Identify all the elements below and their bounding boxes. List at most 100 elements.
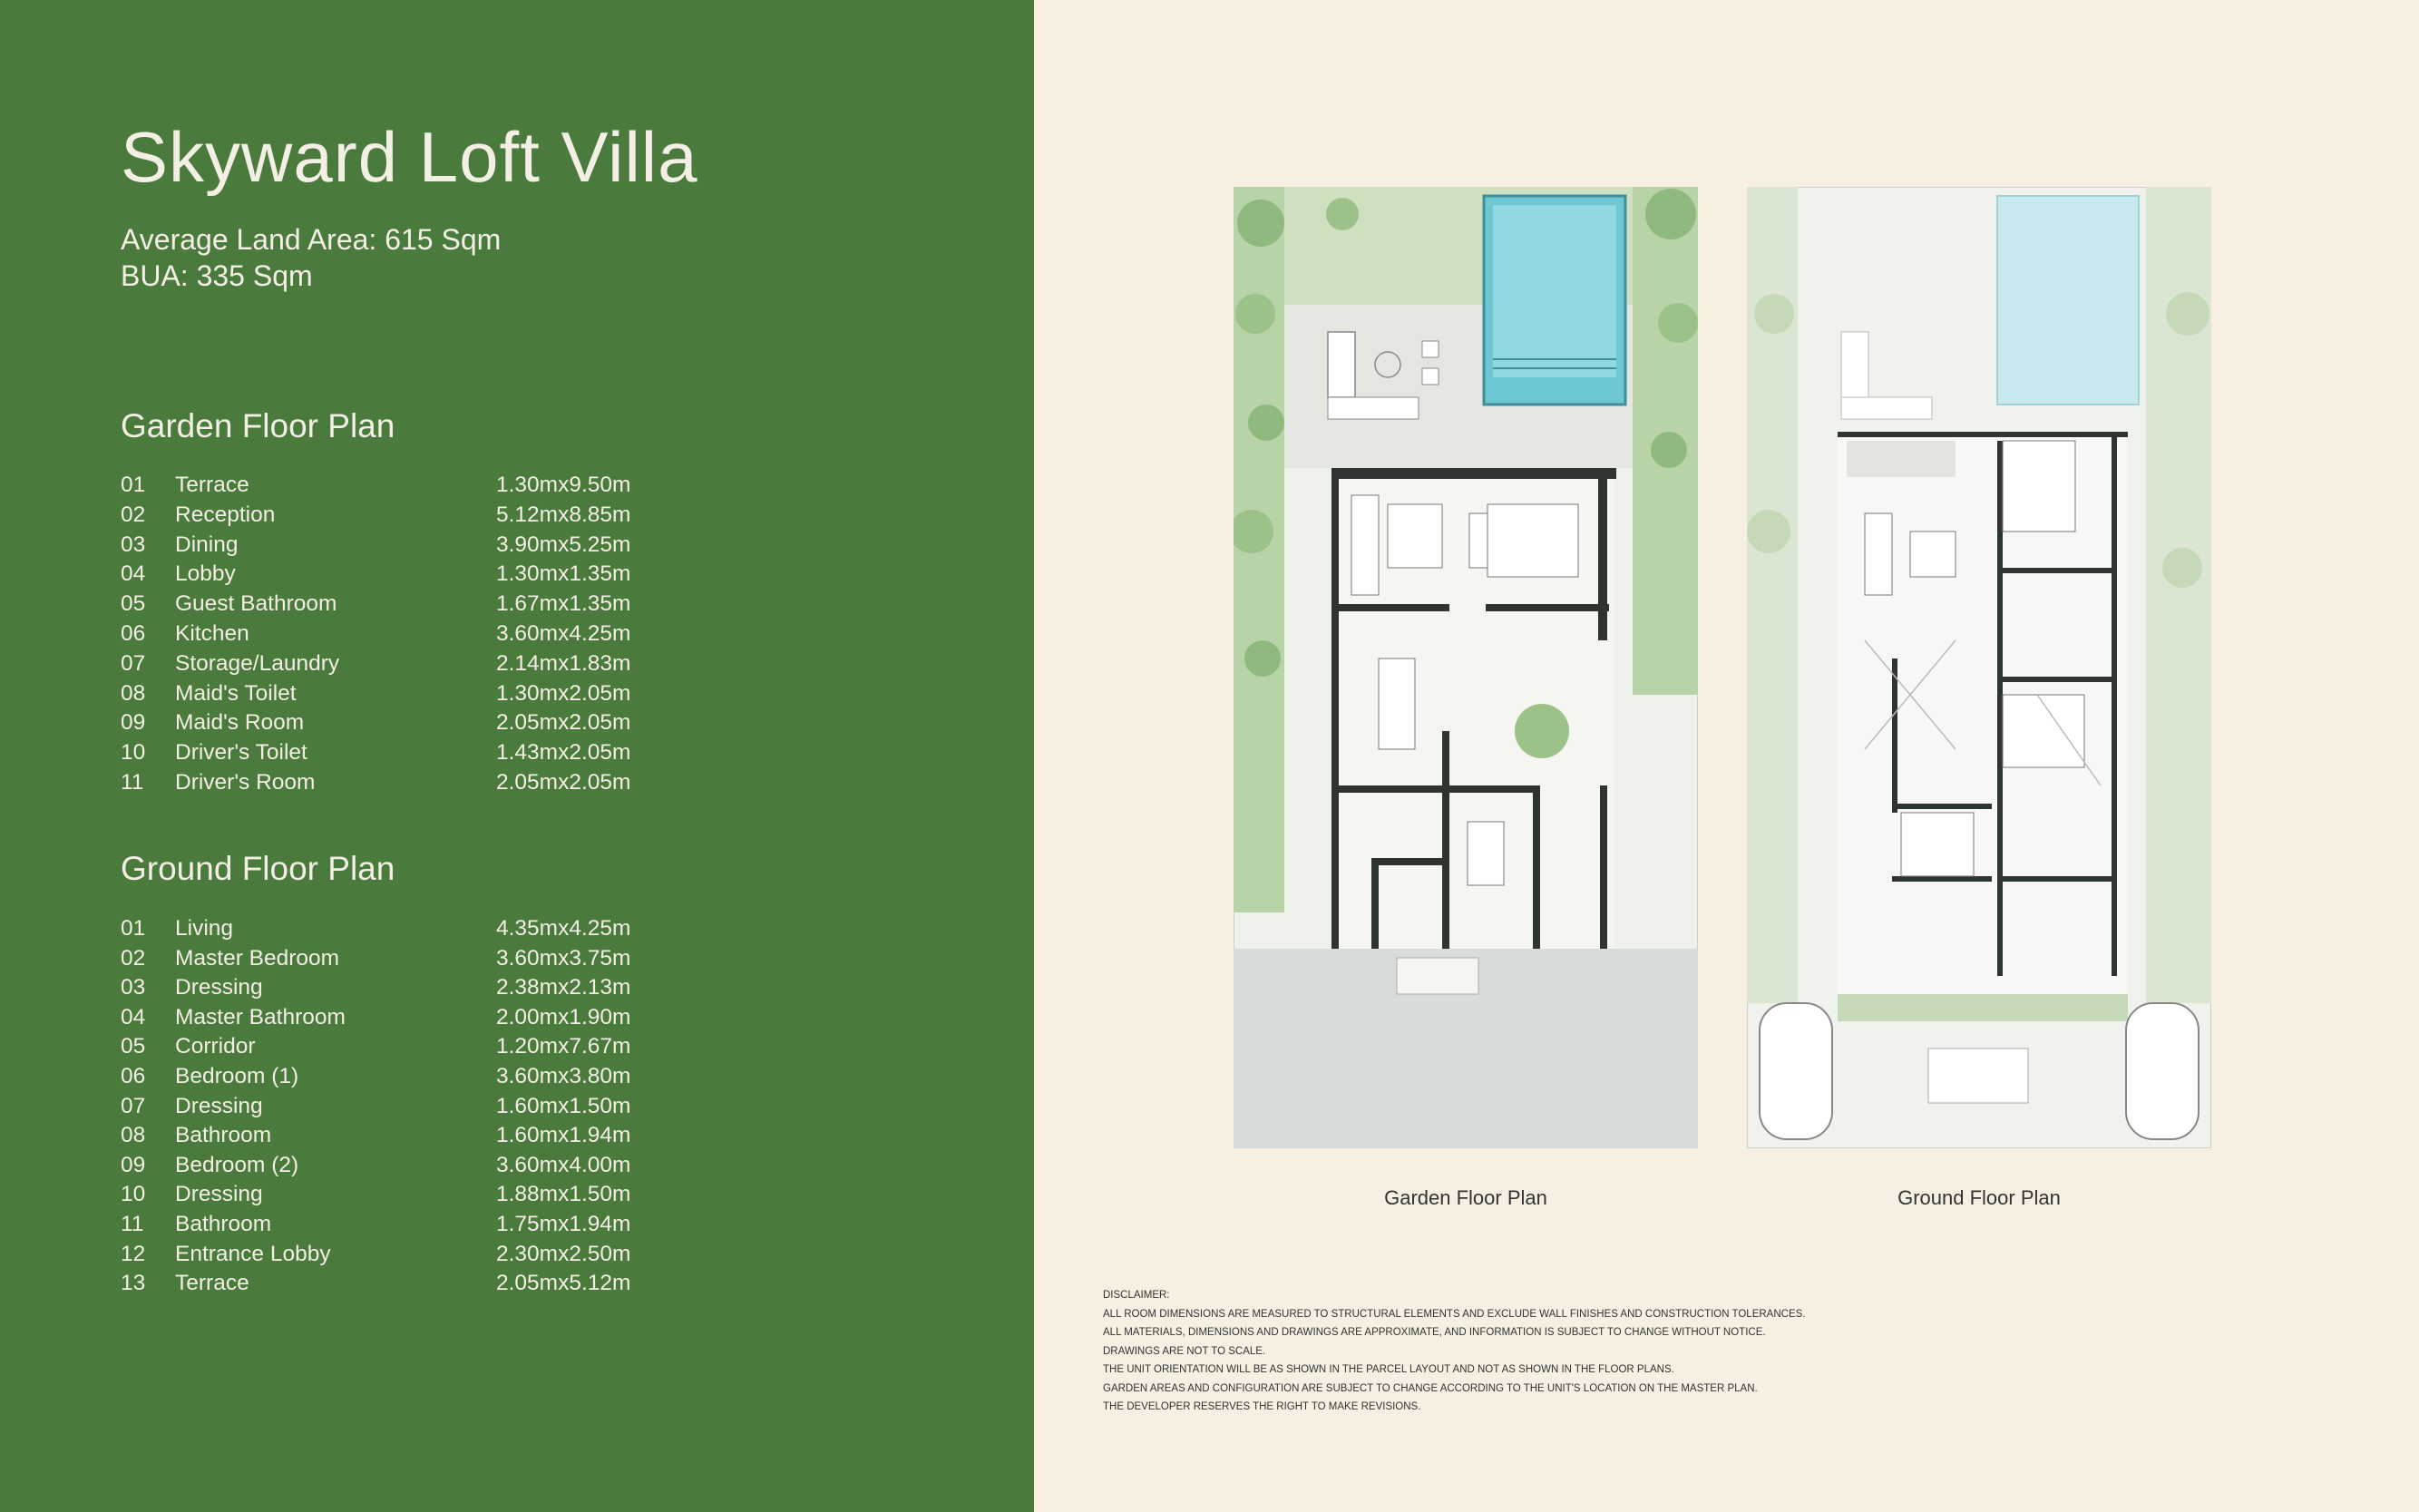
room-number: 07 xyxy=(121,1093,146,1118)
room-dimension: 2.14mx1.83m xyxy=(496,650,631,676)
disclaimer-line: ALL MATERIALS, DIMENSIONS AND DRAWINGS A… xyxy=(1103,1327,1766,1338)
room-number: 11 xyxy=(121,1212,144,1236)
ground-section-heading: Ground Floor Plan xyxy=(121,850,395,887)
room-name: Dining xyxy=(175,532,239,557)
room-name: Living xyxy=(175,916,234,941)
room-number: 10 xyxy=(121,740,146,766)
room-name: Maid's Room xyxy=(175,710,305,736)
room-number: 08 xyxy=(121,680,146,706)
room-number: 01 xyxy=(121,473,146,497)
room-name: Dressing xyxy=(175,1182,263,1207)
room-row: 08 Bathroom 1.60mx1.94m xyxy=(121,1123,701,1153)
room-name: Maid's Toilet xyxy=(175,680,297,706)
plans-panel: Garden Floor Plan Ground Floor Plan xyxy=(1034,0,2419,1512)
info-panel: Skyward Loft Villa Average Land Area: 61… xyxy=(0,0,1034,1512)
room-name: Terrace xyxy=(175,473,249,497)
room-name: Storage/Laundry xyxy=(175,650,340,676)
room-row: 01 Living 4.35mx4.25m xyxy=(121,916,701,946)
room-dimension: 1.30mx2.05m xyxy=(496,680,631,706)
room-row: 05 Guest Bathroom 1.67mx1.35m xyxy=(121,591,701,621)
garden-plan-caption: Garden Floor Plan xyxy=(1384,1186,1547,1209)
room-row: 12 Entrance Lobby 2.30mx2.50m xyxy=(121,1242,701,1272)
room-row: 11 Bathroom 1.75mx1.94m xyxy=(121,1212,701,1242)
room-number: 05 xyxy=(121,591,146,617)
disclaimer-line: THE DEVELOPER RESERVES THE RIGHT TO MAKE… xyxy=(1103,1401,1421,1412)
room-name: Master Bathroom xyxy=(175,1004,346,1029)
ground-plan-caption: Ground Floor Plan xyxy=(1897,1186,2061,1209)
room-row: 09 Bedroom (2) 3.60mx4.00m xyxy=(121,1153,701,1183)
room-name: Lobby xyxy=(175,561,236,587)
room-name: Bedroom (2) xyxy=(175,1152,299,1177)
room-number: 10 xyxy=(121,1182,146,1207)
land-area: Average Land Area: 615 Sqm xyxy=(121,223,502,256)
room-row: 08 Maid's Toilet 1.30mx2.05m xyxy=(121,681,701,711)
room-number: 02 xyxy=(121,502,146,527)
room-name: Entrance Lobby xyxy=(175,1241,331,1266)
room-dimension: 1.30mx9.50m xyxy=(496,473,631,497)
room-number: 09 xyxy=(121,1152,146,1177)
disclaimer: DISCLAIMER: ALL ROOM DIMENSIONS ARE MEAS… xyxy=(1103,1286,1919,1417)
room-dimension: 1.88mx1.50m xyxy=(496,1182,631,1207)
room-number: 07 xyxy=(121,650,146,676)
room-dimension: 5.12mx8.85m xyxy=(496,502,631,527)
room-dimension: 1.60mx1.94m xyxy=(496,1123,631,1148)
room-row: 01 Terrace 1.30mx9.50m xyxy=(121,473,701,502)
room-dimension: 1.20mx7.67m xyxy=(496,1034,631,1059)
garden-section-heading: Garden Floor Plan xyxy=(121,407,395,444)
room-row: 10 Dressing 1.88mx1.50m xyxy=(121,1182,701,1212)
garden-plan-drawing xyxy=(1234,187,1698,1148)
room-number: 04 xyxy=(121,1004,146,1029)
room-dimension: 4.35mx4.25m xyxy=(496,916,631,941)
room-row: 04 Lobby 1.30mx1.35m xyxy=(121,561,701,591)
room-name: Dressing xyxy=(175,975,263,1000)
room-number: 11 xyxy=(121,770,144,795)
room-number: 05 xyxy=(121,1034,146,1059)
disclaimer-line: GARDEN AREAS AND CONFIGURATION ARE SUBJE… xyxy=(1103,1382,1758,1394)
room-row: 03 Dressing 2.38mx2.13m xyxy=(121,975,701,1005)
room-row: 09 Maid's Room 2.05mx2.05m xyxy=(121,710,701,740)
room-number: 01 xyxy=(121,916,146,941)
room-name: Guest Bathroom xyxy=(175,591,337,617)
page-title: Skyward Loft Villa xyxy=(121,117,698,197)
room-number: 13 xyxy=(121,1271,146,1296)
room-dimension: 3.90mx5.25m xyxy=(496,532,631,557)
room-dimension: 1.75mx1.94m xyxy=(496,1212,631,1236)
room-row: 07 Storage/Laundry 2.14mx1.83m xyxy=(121,651,701,681)
bua: BUA: 335 Sqm xyxy=(121,259,313,292)
room-number: 03 xyxy=(121,975,146,1000)
room-number: 03 xyxy=(121,532,146,557)
room-number: 04 xyxy=(121,561,146,587)
ground-plan-drawing xyxy=(1747,187,2211,1148)
room-dimension: 2.38mx2.13m xyxy=(496,975,631,1000)
ground-floor-plan xyxy=(1747,187,2211,1148)
room-dimension: 2.05mx2.05m xyxy=(496,710,631,736)
room-dimension: 1.67mx1.35m xyxy=(496,591,631,617)
room-number: 08 xyxy=(121,1123,146,1148)
room-dimension: 1.30mx1.35m xyxy=(496,561,631,587)
room-name: Master Bedroom xyxy=(175,945,340,971)
room-dimension: 2.30mx2.50m xyxy=(496,1241,631,1266)
room-name: Bathroom xyxy=(175,1123,272,1148)
room-dimension: 3.60mx3.75m xyxy=(496,945,631,971)
room-dimension: 2.05mx5.12m xyxy=(496,1271,631,1296)
room-row: 03 Dining 3.90mx5.25m xyxy=(121,532,701,562)
disclaimer-line: DRAWINGS ARE NOT TO SCALE. xyxy=(1103,1345,1266,1357)
room-name: Bathroom xyxy=(175,1212,272,1236)
room-dimension: 3.60mx4.00m xyxy=(496,1152,631,1177)
room-number: 09 xyxy=(121,710,146,736)
room-name: Corridor xyxy=(175,1034,256,1059)
disclaimer-heading: DISCLAIMER: xyxy=(1103,1290,1170,1301)
room-number: 12 xyxy=(121,1241,146,1266)
room-dimension: 1.60mx1.50m xyxy=(496,1093,631,1118)
room-name: Driver's Toilet xyxy=(175,740,307,766)
garden-floor-plan xyxy=(1234,187,1698,1148)
